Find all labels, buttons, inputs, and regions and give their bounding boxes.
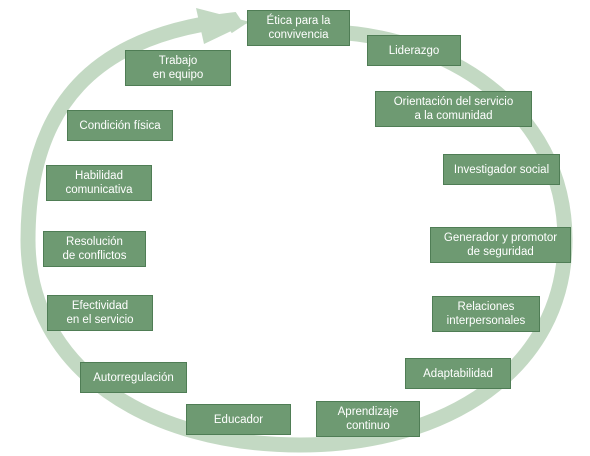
box-liderazgo: Liderazgo: [367, 35, 461, 66]
cycle-arrowhead: [196, 8, 250, 44]
cycle-ring-arc: [20, 12, 573, 453]
box-orientacion-del-servicio: Orientación del servicio a la comunidad: [375, 91, 532, 127]
box-efectividad-en-el-servicio: Efectividad en el servicio: [47, 295, 153, 331]
box-investigador-social: Investigador social: [443, 154, 560, 185]
box-habilidad-comunicativa: Habilidad comunicativa: [46, 165, 152, 201]
box-generador-y-promotor: Generador y promotor de seguridad: [430, 227, 571, 263]
box-aprendizaje-continuo: Aprendizaje continuo: [316, 401, 420, 437]
box-adaptabilidad: Adaptabilidad: [405, 358, 511, 389]
box-autorregulacion: Autorregulación: [80, 362, 187, 393]
box-resolucion-de-conflictos: Resolución de conflictos: [43, 231, 146, 267]
box-etica-para-la-convivencia: Ética para la convivencia: [247, 10, 350, 46]
box-condicion-fisica: Condición física: [67, 110, 173, 141]
box-educador: Educador: [186, 404, 291, 435]
box-trabajo-en-equipo: Trabajo en equipo: [125, 50, 231, 86]
box-relaciones-interpersonales: Relaciones interpersonales: [432, 296, 540, 332]
